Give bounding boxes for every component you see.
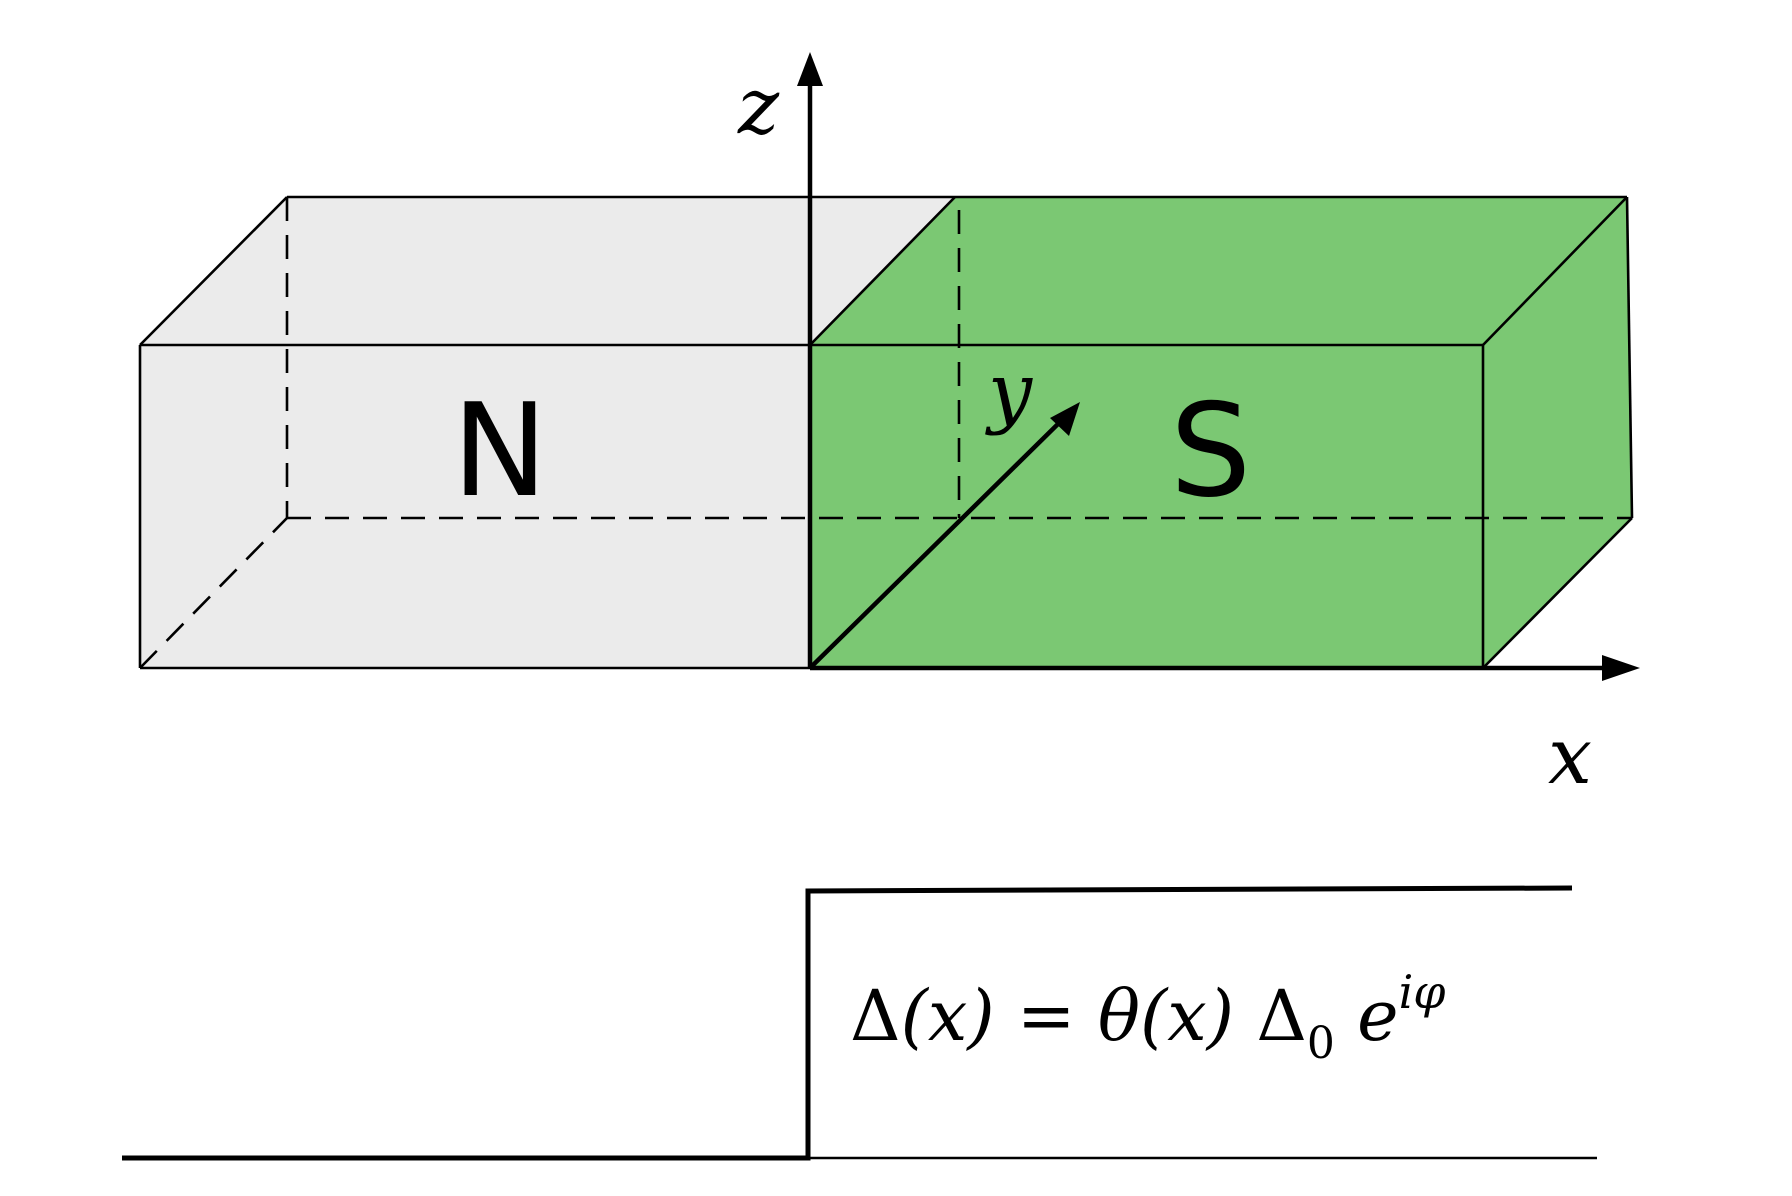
normal-top-left-diagonal: [139, 196, 288, 346]
formula-delta-argument: (x): [901, 975, 995, 1057]
x-axis-label: x: [1548, 712, 1592, 802]
superconductor-top-right-diagonal: [1482, 196, 1628, 346]
superconductor-bottom-right-diagonal: [1482, 517, 1633, 669]
superconductor-front-face: [810, 345, 1483, 668]
normal-region-block: [138, 195, 955, 670]
y-axis-label: y: [985, 347, 1033, 437]
gap-formula: Δ(x) = θ(x) Δ0 eiφ: [850, 965, 1446, 1069]
coordinate-axes: [797, 52, 1640, 681]
z-axis-label: z: [737, 62, 780, 152]
superconductor-region-label: S: [1170, 377, 1251, 526]
y-axis-line: [808, 420, 1062, 670]
formula-delta-zero: Δ: [1234, 975, 1307, 1057]
normal-region-top-face: [140, 197, 955, 345]
formula-equals: =: [995, 975, 1098, 1057]
step-function-curve: [122, 885, 1573, 1161]
gap-profile-step-function: [122, 885, 1597, 1161]
superconductor-side-face: [1483, 197, 1632, 668]
z-axis-arrowhead: [797, 52, 823, 86]
formula-theta-argument: (x): [1140, 975, 1234, 1057]
x-axis-arrowhead: [1602, 655, 1640, 681]
formula-exponential-base: e: [1335, 975, 1399, 1057]
normal-region-label: N: [452, 377, 548, 526]
formula-exponent: iφ: [1399, 965, 1447, 1019]
formula-delta-subscript: 0: [1307, 1018, 1335, 1069]
formula-delta-symbol: Δ: [850, 975, 901, 1057]
normal-region-front-face: [140, 345, 810, 668]
formula-theta: θ: [1098, 975, 1140, 1057]
superconductor-top-face: [810, 197, 1627, 345]
superconductor-top-left-diagonal: [809, 196, 956, 346]
superconductor-back-right-edge: [1625, 196, 1634, 519]
superconductor-region-block: [287, 195, 1634, 669]
normal-hidden-bottom-diagonal: [139, 517, 288, 669]
y-axis-arrowhead: [1050, 402, 1080, 436]
